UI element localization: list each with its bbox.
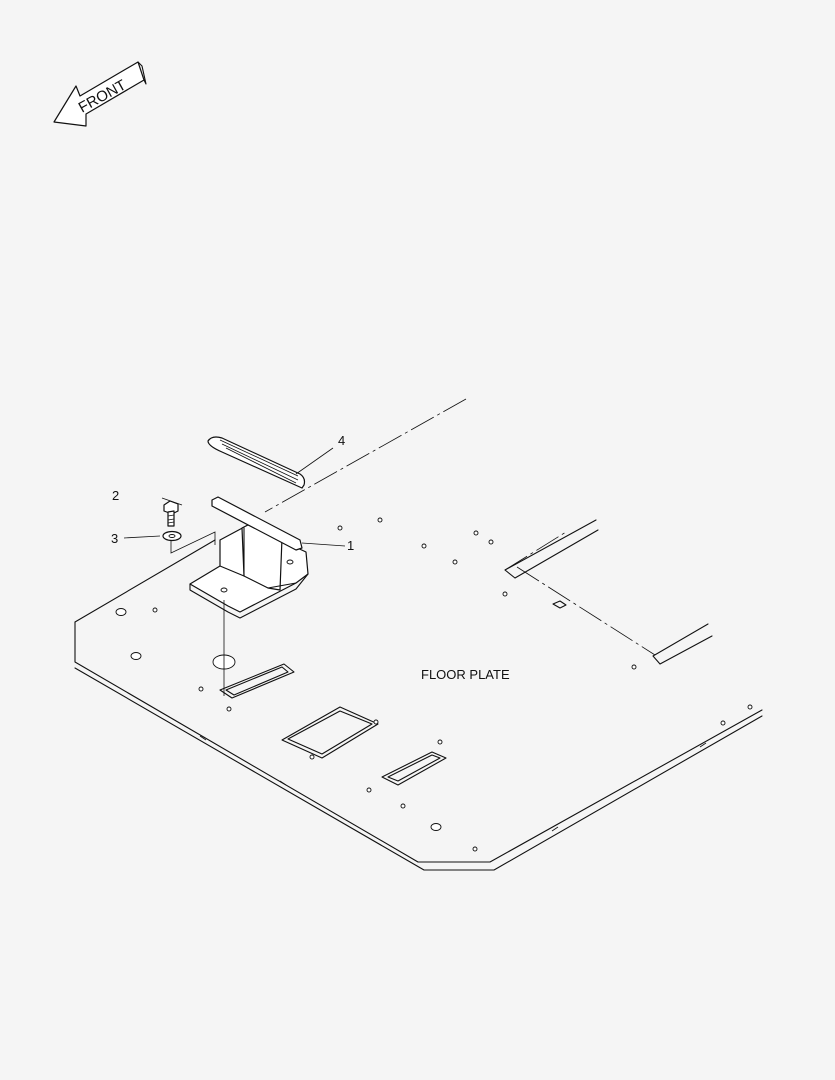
callout-2: 2 — [112, 488, 119, 503]
floor-plate-label: FLOOR PLATE — [421, 667, 510, 682]
front-arrow: FRONT — [53, 61, 147, 127]
pedal-pad — [207, 436, 306, 489]
leader-lines — [123, 447, 346, 696]
pedal-bracket — [189, 496, 309, 619]
washer — [162, 530, 182, 542]
small-holes — [152, 517, 753, 852]
bolt — [163, 500, 179, 527]
callout-3: 3 — [111, 531, 118, 546]
callout-4: 4 — [338, 433, 345, 448]
callout-1: 1 — [347, 538, 354, 553]
floor-plate: FLOOR PLATE — [74, 398, 763, 871]
